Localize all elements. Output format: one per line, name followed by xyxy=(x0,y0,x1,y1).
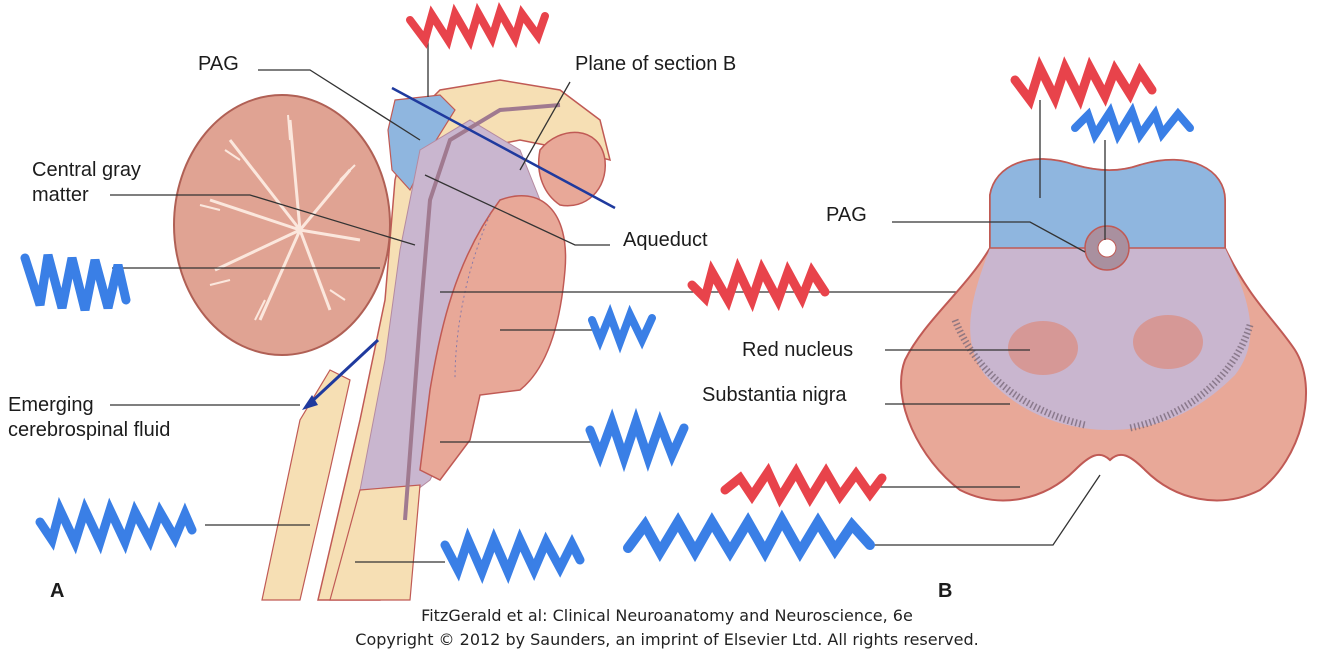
leader-lines-a xyxy=(110,40,1040,563)
scribble-red-b-top xyxy=(1010,56,1157,110)
tectum-cross xyxy=(989,158,1226,249)
scribble-blue-bottom xyxy=(440,527,585,584)
scribble-red-b-lower xyxy=(720,462,887,508)
label-red-nucleus: Red nucleus xyxy=(742,339,854,361)
scribble-red-mid xyxy=(687,257,830,313)
label-plane-of-section: Plane of section B xyxy=(575,53,737,75)
scribble-blue-left xyxy=(20,253,131,312)
crus-region xyxy=(419,195,567,481)
csf-arrow-shaft xyxy=(306,338,380,407)
scribble-blue-lower-left xyxy=(35,496,197,555)
label-aqueduct: Aqueduct xyxy=(623,229,708,251)
scribble-blue-b-top xyxy=(1071,102,1194,145)
label-substantia-nigra: Substantia nigra xyxy=(702,384,847,406)
aqueduct-line xyxy=(403,103,561,521)
leader-lines-b xyxy=(870,100,1106,546)
panel-letter-a: A xyxy=(50,580,65,602)
red-nucleus-right xyxy=(1133,315,1203,369)
csf-lower xyxy=(261,369,351,601)
label-central-gray-line2: matter xyxy=(32,184,89,206)
tegmentum-cross xyxy=(970,248,1251,430)
colliculus-bump xyxy=(538,131,606,207)
red-nucleus-left xyxy=(1008,321,1078,375)
plane-of-section-line xyxy=(391,86,616,210)
credit-line-2: Copyright © 2012 by Saunders, an imprint… xyxy=(355,630,979,649)
label-emerging-line2: cerebrospinal fluid xyxy=(8,419,171,441)
panel-letter-b: B xyxy=(938,580,953,602)
brainstem-lower xyxy=(329,484,421,601)
cerebellum xyxy=(173,94,391,356)
scribble-red-top xyxy=(406,2,549,51)
label-pag-b: PAG xyxy=(826,204,867,226)
aqueduct-cross xyxy=(1097,238,1117,258)
scribble-blue-lower-mid xyxy=(585,407,689,473)
label-pag-a: PAG xyxy=(198,53,239,75)
scribble-blue-b-bottom xyxy=(623,509,875,563)
label-emerging-line1: Emerging xyxy=(8,394,94,416)
substantia-nigra-right xyxy=(1129,323,1254,432)
label-central-gray-line1: Central gray xyxy=(32,159,141,181)
credit-line-1: FitzGerald et al: Clinical Neuroanatomy … xyxy=(421,606,913,625)
redaction-scribbles xyxy=(20,2,1194,584)
scribble-blue-mid xyxy=(588,303,656,354)
csf-arrow-head xyxy=(302,395,318,410)
